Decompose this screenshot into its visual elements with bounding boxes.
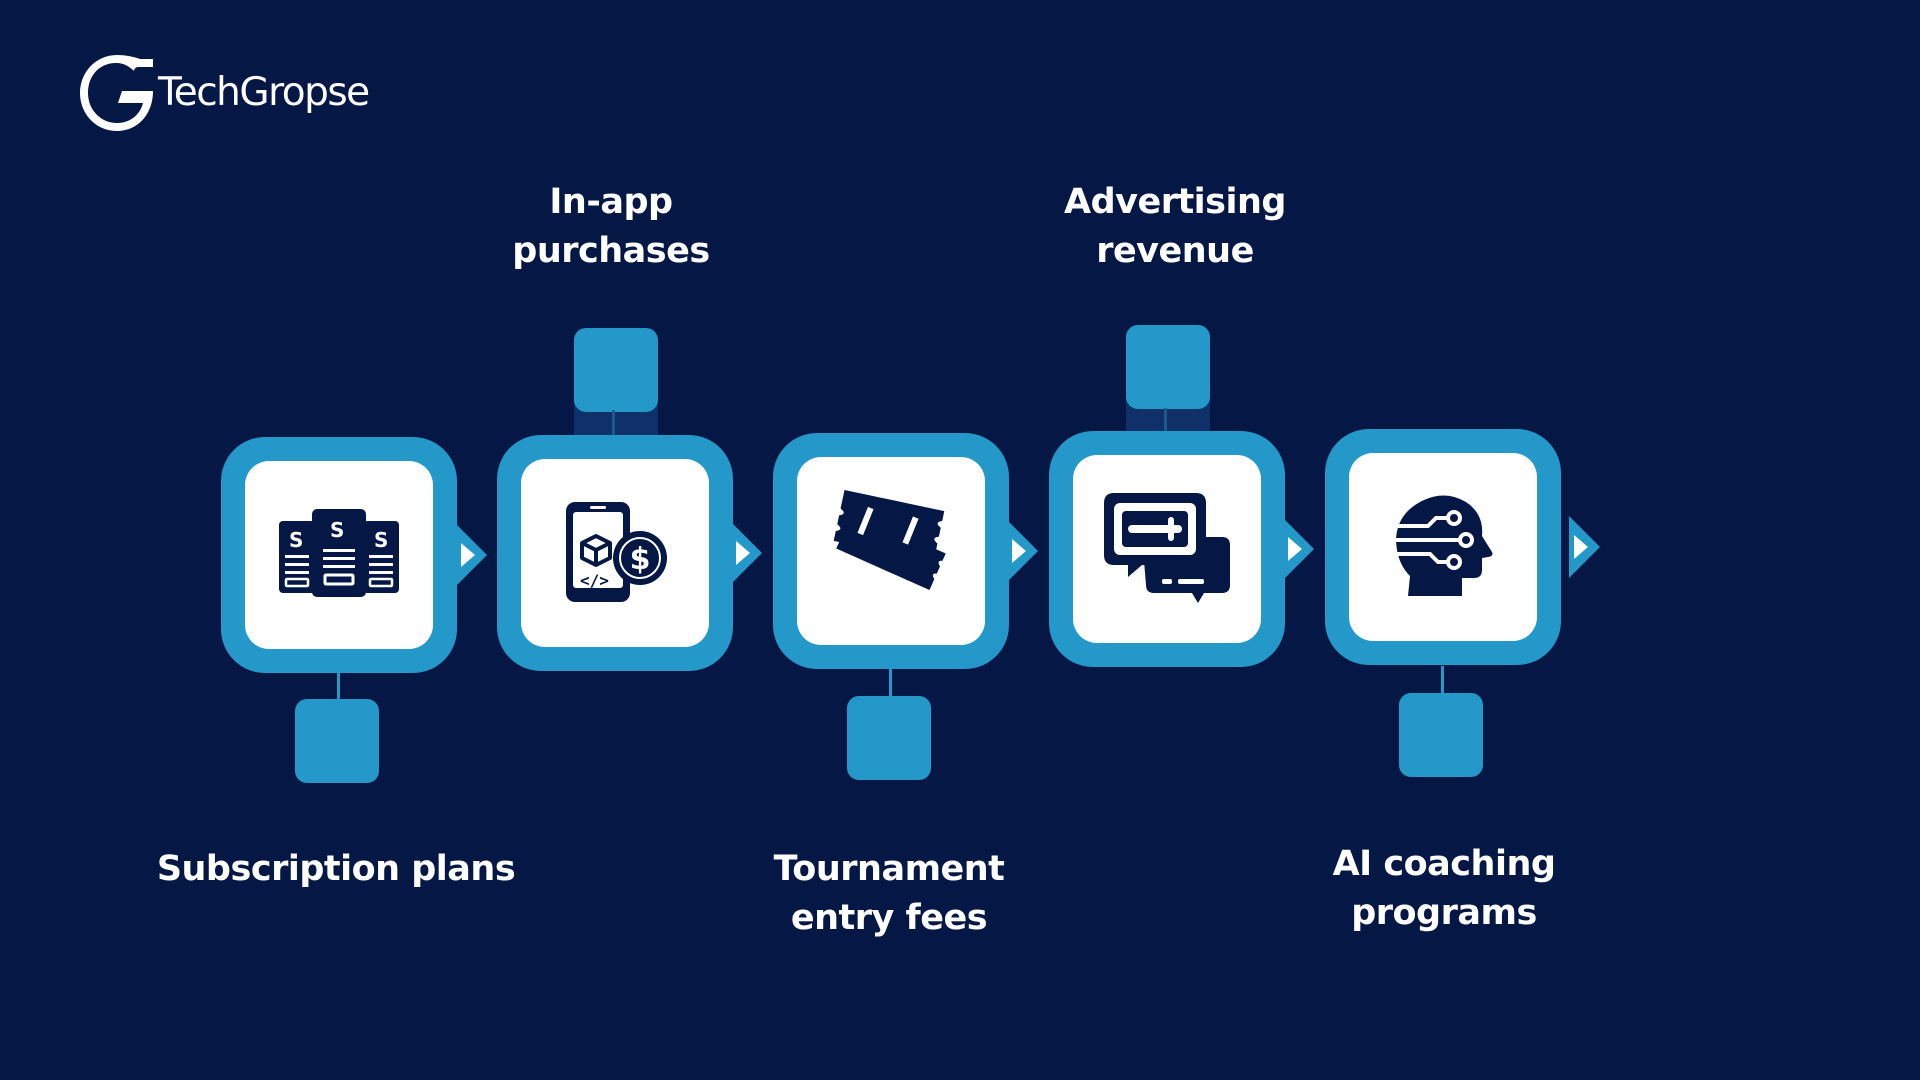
step-arrow: [456, 524, 487, 586]
bottom-tab-tournament-entry-fees: [847, 696, 931, 780]
step-label-advertising-revenue: Advertising revenue: [1064, 182, 1286, 271]
svg-text:S: S: [330, 518, 344, 542]
step-label-in-app-purchases: In-app purchases: [512, 182, 710, 271]
step-card-ai-coaching-programs: [1325, 429, 1561, 665]
step-label-tournament-entry-fees: Tournament entry fees: [773, 849, 1005, 938]
brand-logo: TechGropse: [80, 52, 370, 132]
step-card-in-app-purchases: </> $: [497, 435, 733, 671]
tab-connector: [889, 668, 892, 698]
top-tab-in-app-purchases: [574, 328, 658, 412]
bottom-tab-ai-coaching-programs: [1399, 693, 1483, 777]
step-arrow: [1283, 518, 1314, 580]
brand-name: TechGropse: [158, 69, 370, 115]
tab-connector: [1441, 666, 1444, 696]
step-card-subscription-plans: S S S: [221, 437, 457, 673]
svg-text:$: $: [630, 542, 651, 577]
step-card-tournament-entry-fees: [773, 433, 1009, 669]
tab-connector: [337, 670, 340, 700]
top-tab-advertising-revenue: [1126, 325, 1210, 409]
mobile-purchase-icon: </> $: [566, 502, 667, 602]
step-card-advertising-revenue: [1049, 431, 1285, 667]
bottom-tab-subscription-plans: [295, 699, 379, 783]
ai-head-icon: [1388, 495, 1493, 596]
techgropse-logo-icon: [80, 55, 153, 131]
svg-text:</>: </>: [580, 571, 609, 590]
tab-connector: [612, 410, 615, 440]
ticket-icon: [833, 489, 946, 591]
svg-text:S: S: [374, 528, 388, 552]
step-label-ai-coaching-programs: AI coaching programs: [1332, 844, 1556, 933]
tab-connector: [1164, 408, 1167, 438]
svg-text:S: S: [289, 528, 303, 552]
subscription-pricing-icon: S S S: [279, 509, 399, 597]
step-arrow: [1007, 520, 1038, 582]
chat-ad-icon: [1104, 493, 1230, 603]
step-arrow: [1569, 516, 1600, 578]
step-label-subscription-plans: Subscription plans: [156, 849, 516, 889]
step-arrow: [731, 522, 762, 584]
